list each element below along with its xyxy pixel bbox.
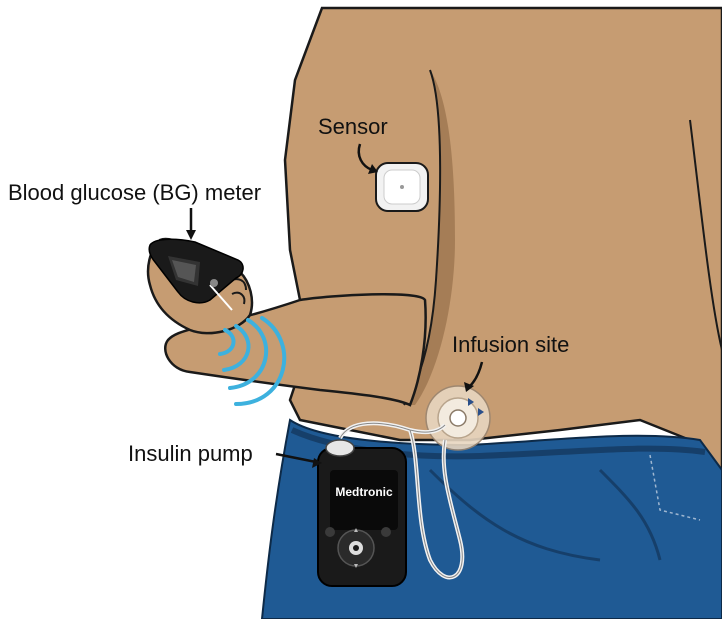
insulin-pump: [318, 440, 406, 586]
sensor-label: Sensor: [318, 114, 388, 140]
insulin-pump-label: Insulin pump: [128, 441, 253, 467]
infusion-site: [426, 386, 490, 450]
bg-meter-label: Blood glucose (BG) meter: [8, 180, 261, 206]
sensor-patch: [376, 163, 428, 211]
infusion-site-label: Infusion site: [452, 332, 569, 358]
torso: [285, 8, 722, 480]
pump-brand-text: Medtronic: [335, 485, 393, 499]
